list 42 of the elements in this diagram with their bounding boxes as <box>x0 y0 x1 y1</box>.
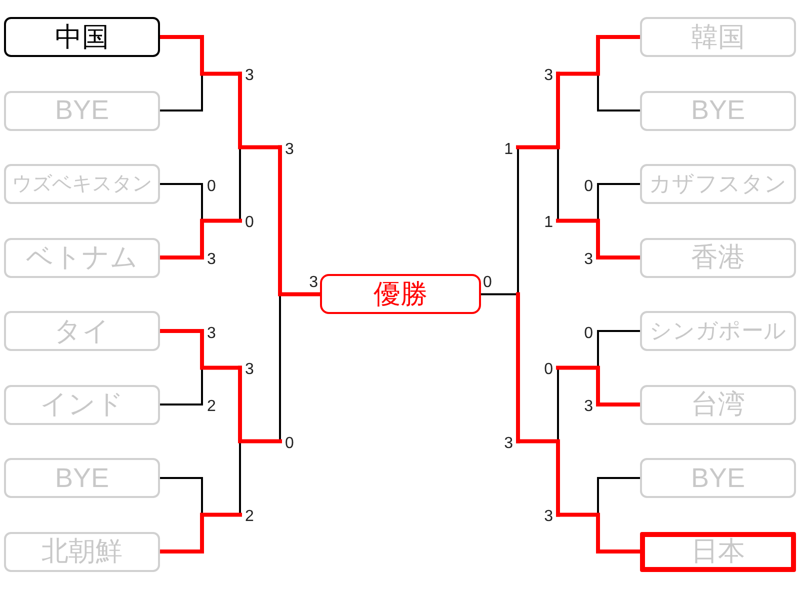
score-label: 3 <box>544 508 553 526</box>
score-label: 0 <box>584 178 593 196</box>
score-label: 3 <box>504 434 513 453</box>
bracket-line <box>596 402 640 406</box>
score-label: 1 <box>544 214 553 232</box>
score-label: 3 <box>245 67 254 86</box>
score-label: 0 <box>544 361 553 380</box>
bracket-line <box>597 183 599 222</box>
score-label: 3 <box>285 140 294 159</box>
champion-box: 優勝 <box>320 274 481 314</box>
bracket-line <box>481 293 519 296</box>
score-label: 0 <box>483 274 492 292</box>
score-label: 3 <box>245 361 254 380</box>
bracket-line <box>597 330 599 369</box>
score-label: 1 <box>504 140 513 159</box>
team-box: 中国 <box>4 17 160 57</box>
score-label: 3 <box>207 251 216 269</box>
bracket-line <box>556 512 640 554</box>
bracket-line <box>278 145 320 296</box>
score-label: 3 <box>584 398 593 416</box>
bracket-line <box>160 512 242 554</box>
score-label: 0 <box>207 178 216 196</box>
score-label: 3 <box>309 274 318 292</box>
score-label: 2 <box>245 508 254 526</box>
score-label: 0 <box>285 434 294 453</box>
bracket-line <box>596 256 640 260</box>
score-label: 0 <box>245 214 254 232</box>
bracket-line <box>516 72 560 150</box>
bracket-line <box>597 330 640 332</box>
score-label: 3 <box>544 67 553 86</box>
score-label: 3 <box>584 251 593 269</box>
bracket-line <box>201 183 203 222</box>
score-label: 0 <box>584 324 593 342</box>
bracket-line <box>597 477 640 516</box>
score-label: 2 <box>207 398 216 416</box>
bracket-line <box>160 477 203 516</box>
score-label: 3 <box>207 324 216 342</box>
bracket-line <box>160 183 203 185</box>
bracket-line <box>597 183 640 185</box>
bracket-line <box>238 366 282 444</box>
bracket-line <box>200 218 242 260</box>
bracket-line <box>160 404 203 406</box>
